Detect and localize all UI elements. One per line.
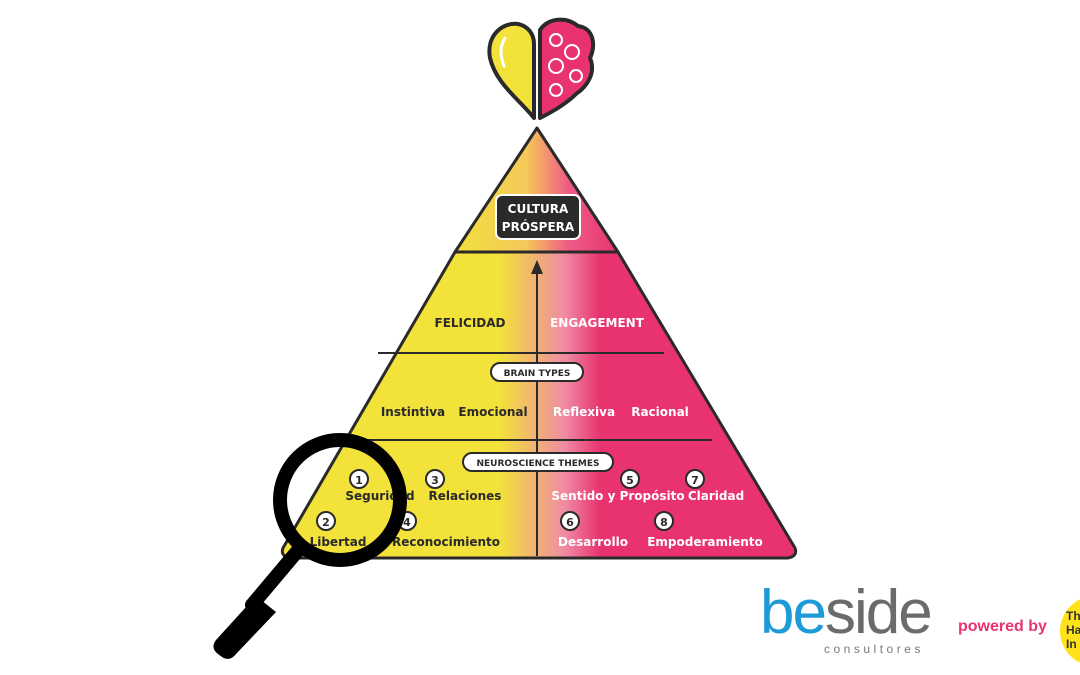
- theme-label: Empoderamiento: [647, 535, 763, 549]
- powered-by-label: powered by: [958, 618, 1047, 635]
- brain-type-racional: Racional: [631, 405, 689, 419]
- svg-text:BRAIN TYPES: BRAIN TYPES: [504, 369, 571, 379]
- theme-number: 3: [431, 474, 439, 487]
- apex-label-line1: CULTURA: [508, 202, 569, 216]
- felicidad-label: FELICIDAD: [435, 316, 506, 330]
- svg-text:NEUROSCIENCE THEMES: NEUROSCIENCE THEMES: [477, 459, 600, 469]
- apex-label-line2: PRÓSPERA: [502, 219, 575, 234]
- brain-type-reflexiva: Reflexiva: [553, 405, 615, 419]
- theme-6: 6 Desarrollo: [558, 511, 628, 549]
- theme-number: 7: [691, 474, 699, 487]
- theme-label: Libertad: [310, 535, 367, 549]
- theme-number: 6: [566, 516, 574, 529]
- theme-7: 7 Claridad: [685, 469, 744, 503]
- theme-number: 4: [403, 516, 411, 529]
- happy-index-badge: Th Ha In: [1060, 596, 1080, 666]
- theme-label: Reconocimiento: [392, 535, 500, 549]
- theme-number: 8: [660, 516, 668, 529]
- pyramid-body: [280, 250, 798, 560]
- theme-2: 2 Libertad: [310, 511, 367, 549]
- theme-label: Desarrollo: [558, 535, 628, 549]
- beside-subtitle: consultores: [824, 642, 924, 656]
- theme-number: 1: [355, 474, 363, 487]
- theme-label: Claridad: [688, 489, 744, 503]
- theme-3: 3 Relaciones: [425, 469, 502, 503]
- magnifying-glass-icon: [213, 433, 407, 659]
- beside-logo: beside consultores: [760, 582, 940, 660]
- theme-label: Relaciones: [429, 489, 502, 503]
- theme-number: 2: [322, 516, 330, 529]
- beside-wordmark: beside: [760, 578, 933, 647]
- theme-label: Sentido y Propósito: [551, 489, 684, 503]
- brain-type-instintiva: Instintiva: [381, 405, 445, 419]
- heart-brain-icon: [487, 17, 596, 120]
- theme-8: 8 Empoderamiento: [647, 511, 763, 549]
- brain-type-emocional: Emocional: [458, 405, 527, 419]
- theme-5: 5 Sentido y Propósito: [551, 469, 685, 503]
- neuroscience-themes-badge: NEUROSCIENCE THEMES: [462, 452, 614, 472]
- up-arrow: [531, 260, 543, 556]
- apex-label: CULTURA PRÓSPERA: [495, 194, 581, 240]
- engagement-label: ENGAGEMENT: [550, 316, 645, 330]
- brain-types-badge: BRAIN TYPES: [490, 362, 584, 382]
- theme-number: 5: [626, 474, 634, 487]
